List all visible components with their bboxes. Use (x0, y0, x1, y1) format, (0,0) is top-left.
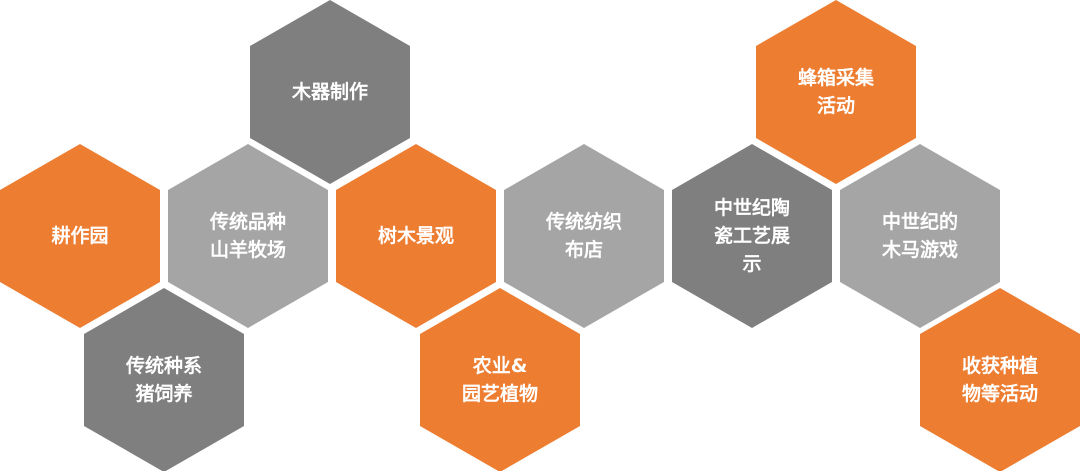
hexagon-label-line: 中世纪的 (881, 211, 958, 233)
hexagon-harvest-activity: 收获种植物等活动 (920, 288, 1080, 471)
hexagon-label-line: 农业& (472, 355, 528, 377)
hexagon-wood-crafting: 木器制作 (250, 0, 410, 184)
hexagon-farming-garden: 耕作园 (0, 144, 160, 328)
hexagon-label-line: 木马游戏 (881, 239, 958, 261)
hexagon-label-line: 木器制作 (291, 81, 368, 103)
hexagon-label-line: 物等活动 (961, 383, 1038, 405)
hexagon-label-line: 布店 (564, 239, 603, 261)
hexagon-label-line: 园艺植物 (461, 383, 538, 405)
hexagon-goat-ranch: 传统品种山羊牧场 (168, 144, 328, 328)
hexagon-label-line: 瓷工艺展 (713, 225, 790, 247)
hexagon-pig-raising: 传统种系猪饲养 (84, 288, 244, 471)
hexagon-label-line: 活动 (816, 95, 855, 117)
hexagon-label-line: 收获种植 (961, 355, 1038, 377)
hexagon-label-line: 中世纪陶 (713, 197, 790, 219)
hexagon-label-line: 蜂箱采集 (797, 67, 874, 89)
hexagon-ceramics-display: 中世纪陶瓷工艺展示 (672, 144, 832, 328)
hexagon-rocking-horse-game: 中世纪的木马游戏 (840, 144, 1000, 328)
hexagon-label-line: 传统种系 (125, 355, 202, 377)
hexagon-label-line: 山羊牧场 (209, 239, 286, 261)
hexagon-label-line: 耕作园 (51, 225, 109, 247)
hexagon-label-line: 传统纺织 (545, 211, 622, 233)
hexagon-tree-landscape: 树木景观 (336, 144, 496, 328)
hexagon-label-line: 传统品种 (209, 211, 286, 233)
hexagon-textile-shop: 传统纺织布店 (504, 144, 664, 328)
hexagon-label-line: 树木景观 (377, 225, 454, 247)
hexagon-beehive-activity: 蜂箱采集活动 (756, 0, 916, 184)
hexagon-label-line: 示 (742, 253, 762, 275)
hexagon-agri-horticulture: 农业&园艺植物 (420, 288, 580, 471)
hexagon-label-line: 猪饲养 (135, 383, 193, 405)
